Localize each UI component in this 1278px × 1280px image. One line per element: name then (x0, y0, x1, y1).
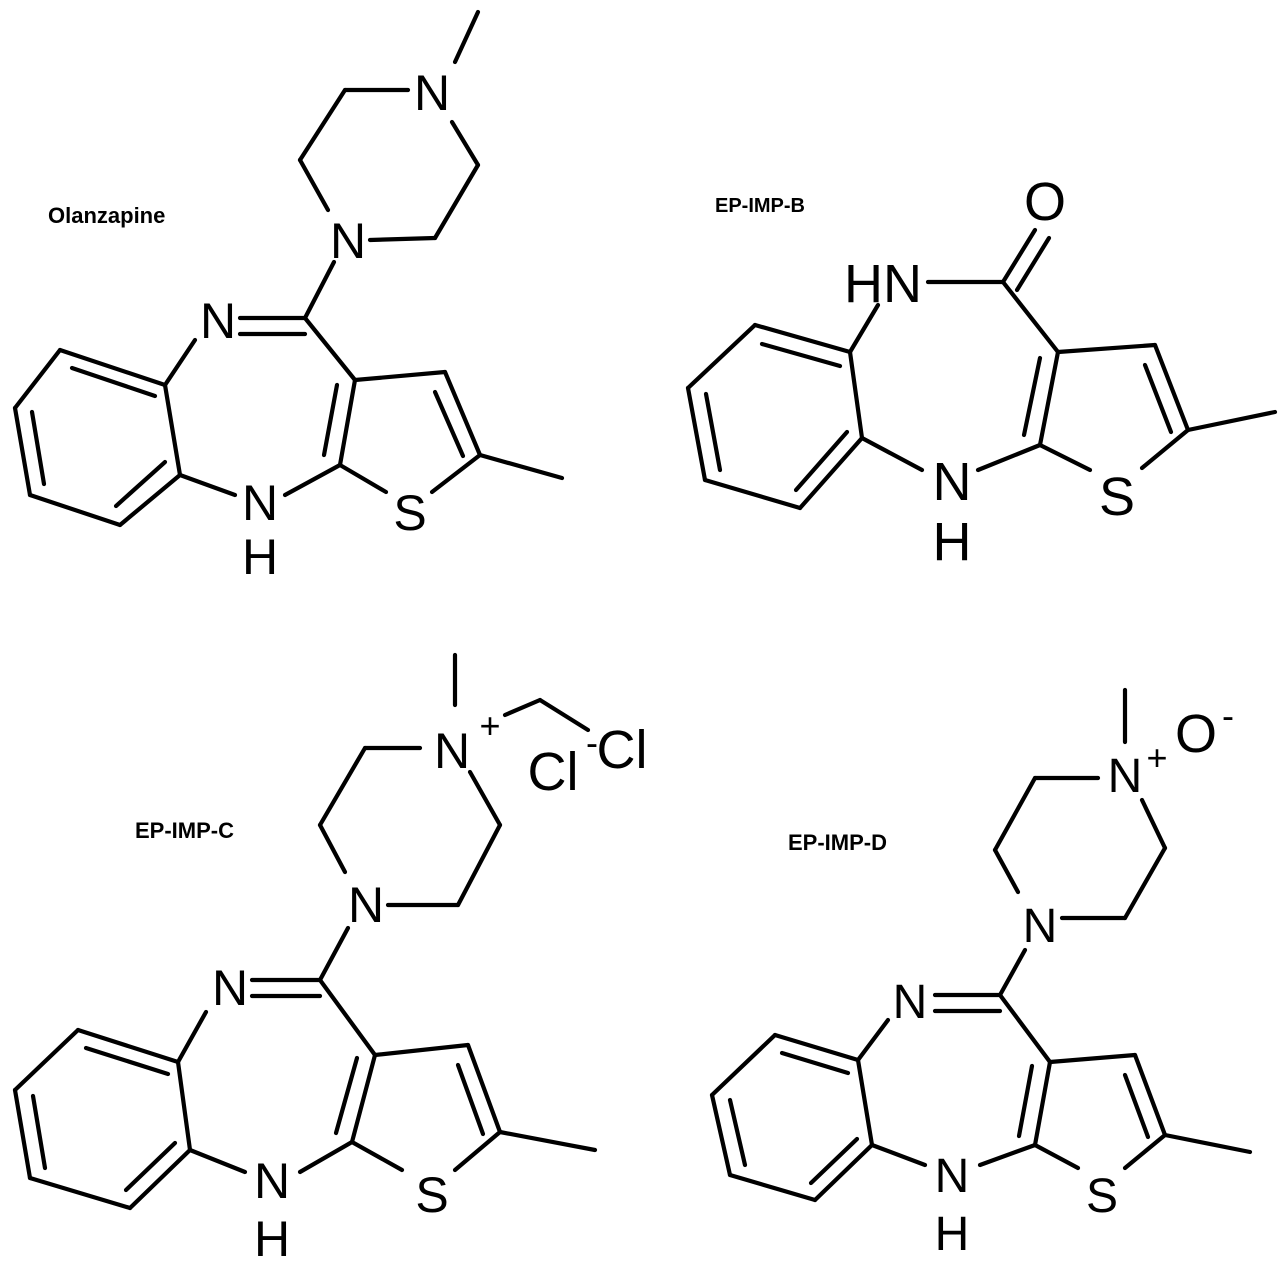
atom-h-amine: H (242, 529, 278, 585)
atom-n-piperazine-1: N (1023, 900, 1058, 953)
atom-n-amine: N (242, 475, 278, 531)
atom-n-amine: N (254, 1153, 290, 1209)
atom-s: S (415, 1167, 448, 1223)
atom-h-amine: H (935, 1208, 970, 1261)
bonds (709, 687, 1253, 1203)
atom-charge-plus: + (479, 705, 500, 746)
atom-s: S (393, 485, 426, 541)
atom-charge-plus: + (1146, 737, 1167, 778)
atom-s: S (1086, 1170, 1118, 1223)
bonds (12, 9, 565, 528)
molecule-olanzapine: N N H S N N (12, 9, 565, 585)
molecule-ep-imp-d: N N H S N N + O - (709, 687, 1253, 1261)
atom-n-piperazine-4: N (414, 65, 450, 121)
atom-labels: N N H S N N + O - (893, 695, 1234, 1261)
bonds (12, 652, 598, 1211)
atom-labels: HN O N H S (844, 172, 1135, 572)
atom-cl-alkyl: Cl (597, 720, 648, 780)
atom-n-amine: N (935, 1150, 970, 1203)
caption-ep-imp-b: EP-IMP-B (715, 195, 805, 217)
molecule-ep-imp-c: N N H S N N + Cl Cl - (12, 652, 648, 1267)
atom-h-amine: H (933, 512, 972, 572)
bonds (685, 227, 1278, 511)
caption-ep-imp-d: EP-IMP-D (788, 830, 887, 855)
atom-n-amine: N (933, 452, 972, 512)
atom-cl-ion: Cl (528, 742, 579, 802)
atom-labels: N N H S N N + Cl Cl - (212, 705, 648, 1267)
atom-n-imine: N (893, 976, 928, 1029)
atom-n-piperazine-4: N (1108, 750, 1143, 803)
molecule-ep-imp-b: HN O N H S (685, 172, 1278, 572)
atom-charge-minus: - (586, 722, 598, 763)
atom-n-imine: N (212, 960, 248, 1016)
atom-n-imine: N (200, 293, 236, 349)
atom-labels: N N H S N N (200, 65, 450, 585)
atom-n-piperazine-1: N (348, 877, 384, 933)
atom-h-amine: H (254, 1211, 290, 1267)
atom-n-piperazine-4: N (434, 723, 470, 779)
atom-n-piperazine-1: N (330, 213, 366, 269)
atom-nh-amide: HN (844, 254, 922, 314)
atom-o: O (1175, 704, 1217, 764)
caption-olanzapine: Olanzapine (48, 203, 166, 228)
atom-o: O (1024, 172, 1066, 232)
atom-s: S (1099, 467, 1135, 527)
atom-charge-minus: - (1222, 695, 1234, 736)
caption-ep-imp-c: EP-IMP-C (135, 818, 234, 843)
